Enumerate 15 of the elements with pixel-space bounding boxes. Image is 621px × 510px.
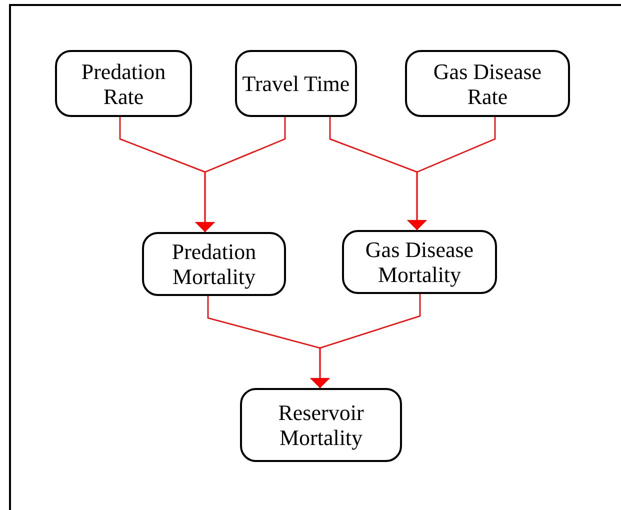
node-label: Predation Rate [80, 58, 167, 108]
rounded-box [240, 388, 402, 462]
arrow [195, 117, 286, 232]
node-label: Predation Mortality [170, 239, 258, 289]
node-label: Travel Time [242, 71, 350, 96]
node-label: Gas Disease Mortality [364, 237, 475, 287]
rounded-box [342, 230, 497, 294]
node-label: Reservoir Mortality [277, 400, 365, 450]
rounded-box [235, 50, 357, 117]
rounded-box [55, 50, 192, 117]
arrow [310, 294, 421, 388]
node-label: Gas Disease Rate [432, 58, 543, 108]
rounded-box [142, 232, 286, 296]
arrow [407, 117, 496, 230]
rounded-box [405, 50, 570, 117]
